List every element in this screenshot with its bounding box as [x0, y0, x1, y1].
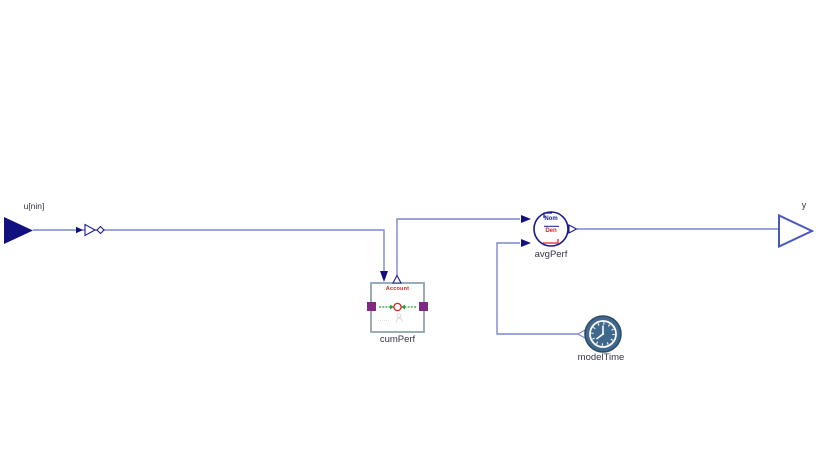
inline-diamond-port-icon: [96, 225, 105, 235]
component-avgperf[interactable]: [533, 211, 578, 247]
avgperf-top-bracket-icon: [543, 212, 552, 218]
stock-circle-icon: [393, 302, 402, 312]
avgperf-numerator-text: Nom: [544, 216, 558, 222]
connection-modeltime-to-avgperf[interactable]: [496, 242, 578, 335]
avgperf-circle-icon: [533, 211, 569, 247]
arrowhead-into-avgperf-bottom-icon: [521, 239, 531, 247]
inline-hollow-triangle-icon: [84, 223, 97, 237]
inline-arrowhead-icon: [76, 226, 83, 234]
connection-cumperf-to-avgperf[interactable]: [396, 218, 520, 276]
avgperf-bottom-bracket-icon: [543, 239, 559, 244]
cumperf-label: cumPerf: [379, 334, 416, 345]
clock-center-icon: [601, 332, 605, 336]
avgperf-denominator-text: Den: [545, 228, 557, 234]
arrowhead-into-avgperf-top-icon: [521, 215, 531, 223]
clock-ticks-icon: [591, 322, 615, 346]
modeltime-output-port-icon: [576, 328, 586, 340]
input-port-triangle-icon: [4, 217, 33, 244]
cumperf-top-output-port-icon: [392, 274, 402, 284]
cumperf-account-text: Account: [385, 286, 410, 292]
output-port-triangle-icon: [778, 213, 815, 249]
input-label: u[nin]: [23, 201, 45, 211]
component-modeltime[interactable]: [576, 315, 622, 353]
output-label: y: [801, 200, 807, 210]
connection-input-to-cumperf[interactable]: [33, 229, 385, 272]
connections: [33, 215, 779, 335]
output-port-y[interactable]: [778, 213, 815, 249]
inline-connector[interactable]: [76, 223, 105, 237]
component-cumperf[interactable]: [367, 274, 428, 333]
modeltime-label: modelTime: [577, 352, 625, 363]
faint-figure-sketch-icon: [378, 313, 404, 324]
avgperf-output-port-icon: [568, 224, 578, 234]
arrowhead-into-cumperf-icon: [380, 271, 388, 282]
input-port-u[interactable]: [4, 217, 33, 244]
clock-hour-hand-icon: [596, 333, 604, 340]
cumperf-right-port-icon: [419, 302, 428, 311]
avgperf-label: avgPerf: [534, 249, 568, 260]
green-flow-right-arrowhead-icon: [401, 304, 405, 310]
cumperf-left-port-icon: [367, 302, 376, 311]
clock-ring-icon: [589, 320, 617, 348]
green-flow-left-arrowhead-icon: [390, 304, 394, 310]
